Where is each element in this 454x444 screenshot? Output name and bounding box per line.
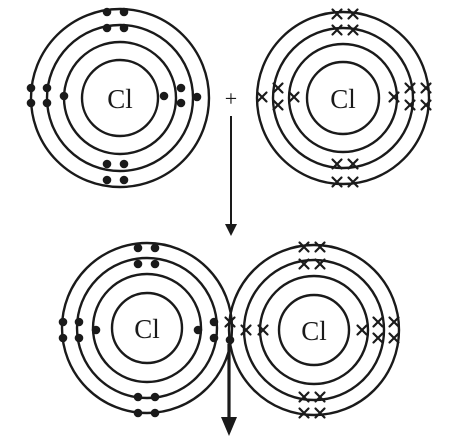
middle-shell: [75, 256, 219, 400]
electron-dot: [42, 83, 52, 93]
electron-cross: [298, 241, 310, 253]
electron-dot: [150, 243, 160, 253]
electron-dot: [176, 83, 186, 93]
electron-dot: [133, 243, 143, 253]
electron-cross: [314, 391, 326, 403]
electron-cross: [347, 8, 359, 20]
electron-cross: [347, 158, 359, 170]
output-arrow: [221, 344, 237, 436]
atom-bottom-right: Cl: [224, 241, 401, 419]
electron-crosses: [224, 241, 400, 419]
electron-dot: [150, 392, 160, 402]
electron-cross: [240, 324, 252, 336]
nucleus-shell: [277, 293, 351, 367]
outer-shell: [29, 7, 211, 189]
electron-cross: [272, 82, 284, 94]
electron-dot: [74, 333, 84, 343]
electron-dot: [58, 317, 68, 327]
electron-cross: [272, 99, 284, 111]
electron-dot: [102, 159, 112, 169]
electron-cross: [224, 316, 236, 328]
electron-cross: [404, 82, 416, 94]
electron-dot: [133, 259, 143, 269]
atom-symbol: Cl: [330, 84, 356, 114]
electron-cross: [420, 82, 432, 94]
atom-symbol: Cl: [301, 316, 327, 346]
inner-shell: [258, 274, 370, 386]
electron-dot: [150, 408, 160, 418]
atom-top-right: Cl: [255, 8, 432, 188]
electron-cross: [314, 258, 326, 270]
nucleus-shell: [80, 58, 160, 138]
electron-dot: [119, 159, 129, 169]
electron-cross: [298, 391, 310, 403]
electron-cross: [404, 99, 416, 111]
electron-dot: [26, 98, 36, 108]
atom-bottom-left: Cl: [58, 241, 235, 418]
electron-cross: [372, 332, 384, 344]
inner-shell: [287, 42, 399, 154]
electron-dot: [209, 317, 219, 327]
electron-cross: [388, 316, 400, 328]
electron-cross: [388, 332, 400, 344]
outer-shell: [227, 243, 401, 417]
electron-dot: [26, 83, 36, 93]
electron-cross: [298, 407, 310, 419]
electron-dot: [58, 333, 68, 343]
electron-cross: [331, 176, 343, 188]
electron-crosses: [256, 8, 432, 188]
electron-cross: [347, 24, 359, 36]
nucleus-shell: [110, 291, 184, 365]
plus-sign: +: [225, 86, 237, 111]
electron-cross: [256, 91, 268, 103]
electron-dot: [133, 392, 143, 402]
electron-cross: [331, 24, 343, 36]
electron-dot: [102, 7, 112, 17]
electron-cross: [347, 176, 359, 188]
outer-shell: [255, 10, 431, 186]
electron-dot: [91, 325, 101, 335]
electron-cross: [388, 91, 400, 103]
electron-dot: [209, 333, 219, 343]
electron-cross: [331, 8, 343, 20]
atom-symbol: Cl: [134, 314, 160, 344]
electron-dot: [119, 23, 129, 33]
electron-dot: [119, 175, 129, 185]
electron-dots: [58, 243, 235, 418]
atom-symbol: Cl: [107, 84, 133, 114]
middle-shell: [242, 258, 386, 402]
electron-dot: [192, 92, 202, 102]
electron-dot: [159, 91, 169, 101]
electron-cross: [314, 407, 326, 419]
reaction-arrow: [225, 116, 237, 236]
electron-cross: [356, 324, 368, 336]
electron-dot: [102, 175, 112, 185]
electron-dot: [193, 325, 203, 335]
electron-dot: [176, 98, 186, 108]
nucleus-shell: [305, 60, 381, 136]
electron-dot: [102, 23, 112, 33]
electron-dot: [150, 259, 160, 269]
electron-cross: [257, 324, 269, 336]
electron-dot: [74, 317, 84, 327]
electron-cross: [331, 158, 343, 170]
middle-shell: [271, 26, 415, 170]
output-arrow-head: [221, 417, 237, 436]
electron-cross: [420, 99, 432, 111]
electron-dot: [119, 7, 129, 17]
outer-shell: [60, 241, 234, 415]
electron-dot: [133, 408, 143, 418]
electron-dot: [42, 98, 52, 108]
reaction-arrow-head: [225, 224, 237, 236]
electron-dots: [26, 7, 202, 185]
electron-cross: [314, 241, 326, 253]
atom-top-left: Cl: [26, 7, 211, 189]
electron-cross: [298, 258, 310, 270]
electron-cross: [288, 91, 300, 103]
electron-cross: [372, 316, 384, 328]
electron-dot: [59, 91, 69, 101]
